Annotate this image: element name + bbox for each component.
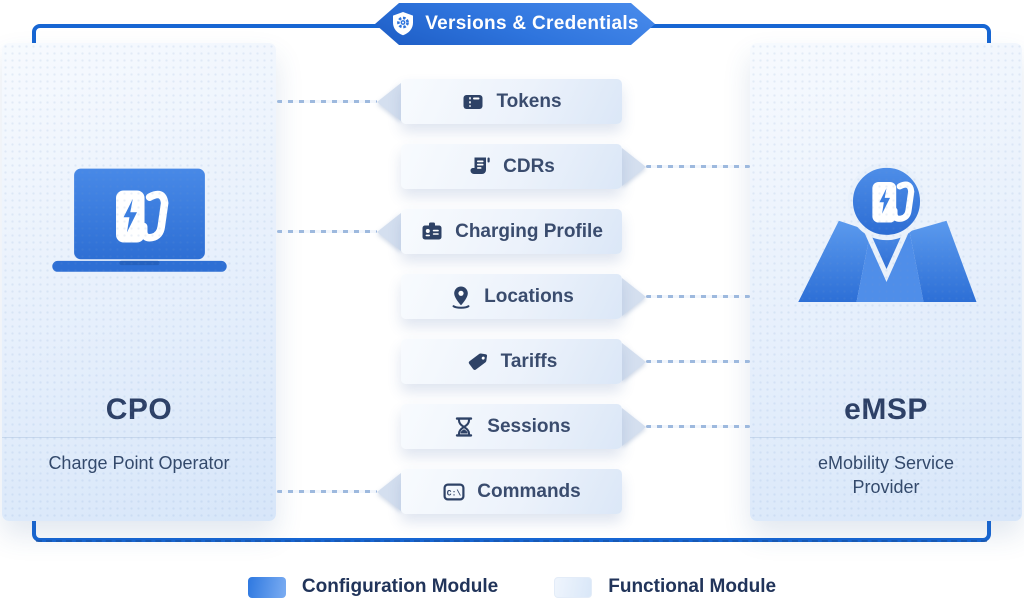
arrow-left-icon bbox=[377, 212, 401, 251]
emsp-full-name: eMobility Service Provider bbox=[817, 453, 955, 498]
connector-line bbox=[646, 425, 750, 428]
connector-line bbox=[277, 100, 377, 103]
shield-gear-icon bbox=[391, 11, 415, 37]
connector-line bbox=[646, 165, 750, 168]
legend-item-configuration: Configuration Module bbox=[247, 576, 499, 598]
badge-label: Versions & Credentials bbox=[425, 13, 639, 34]
arrow-right-icon bbox=[622, 147, 646, 186]
cpo-panel: CPO Charge Point Operator bbox=[2, 43, 276, 521]
module-label: Commands bbox=[477, 480, 581, 502]
module-commands: C:\ Commands bbox=[277, 469, 622, 514]
emsp-acronym: eMSP bbox=[844, 393, 928, 426]
legend-item-functional: Functional Module bbox=[554, 576, 776, 598]
panel-divider bbox=[750, 437, 1022, 438]
arrow-left-icon bbox=[377, 472, 401, 511]
module-charging-profile: Charging Profile bbox=[277, 209, 622, 254]
laptop-ev-charger-icon bbox=[2, 167, 276, 276]
module-label: Tokens bbox=[496, 90, 562, 112]
cpo-acronym: CPO bbox=[105, 393, 173, 426]
module-tokens: Tokens bbox=[277, 79, 622, 124]
module-label: Tariffs bbox=[500, 350, 558, 372]
price-tag-icon bbox=[468, 353, 487, 370]
module-tariffs: Tariffs bbox=[401, 339, 750, 384]
ticket-icon bbox=[463, 94, 483, 109]
versions-credentials-badge: Versions & Credentials bbox=[375, 3, 655, 45]
arrow-right-icon bbox=[622, 277, 646, 316]
frame-bottom-dash bbox=[36, 540, 987, 542]
configuration-module-swatch bbox=[247, 576, 286, 598]
arrow-left-icon bbox=[377, 82, 401, 121]
map-pin-icon bbox=[452, 286, 470, 309]
arrow-right-icon bbox=[622, 407, 646, 446]
connector-line bbox=[646, 360, 750, 363]
legend-functional-label: Functional Module bbox=[608, 576, 777, 597]
connector-line bbox=[277, 490, 377, 493]
functional-module-swatch bbox=[554, 576, 593, 598]
connector-line bbox=[277, 230, 377, 233]
id-badge-icon bbox=[422, 222, 442, 239]
legend-configuration-label: Configuration Module bbox=[301, 576, 499, 597]
hourglass-icon bbox=[456, 416, 473, 437]
receipt-scroll-icon bbox=[470, 157, 490, 174]
module-label: Locations bbox=[484, 285, 574, 307]
arrow-right-icon bbox=[622, 342, 646, 381]
module-label: Charging Profile bbox=[455, 220, 603, 242]
module-sessions: Sessions bbox=[401, 404, 750, 449]
module-label: Sessions bbox=[487, 415, 571, 437]
emsp-panel: eMSP eMobility Service Provider bbox=[750, 43, 1022, 521]
map-ev-charger-pin-icon bbox=[750, 159, 1022, 309]
cpo-full-name: Charge Point Operator bbox=[48, 453, 230, 473]
panel-divider bbox=[2, 437, 276, 438]
module-label: CDRs bbox=[503, 155, 555, 177]
module-locations: Locations bbox=[401, 274, 750, 319]
terminal-icon: C:\ bbox=[443, 482, 465, 501]
legend: Configuration Module Functional Module bbox=[0, 576, 1024, 598]
module-cdrs: CDRs bbox=[401, 144, 750, 189]
svg-text:C:\: C:\ bbox=[447, 489, 462, 498]
connector-line bbox=[646, 295, 750, 298]
